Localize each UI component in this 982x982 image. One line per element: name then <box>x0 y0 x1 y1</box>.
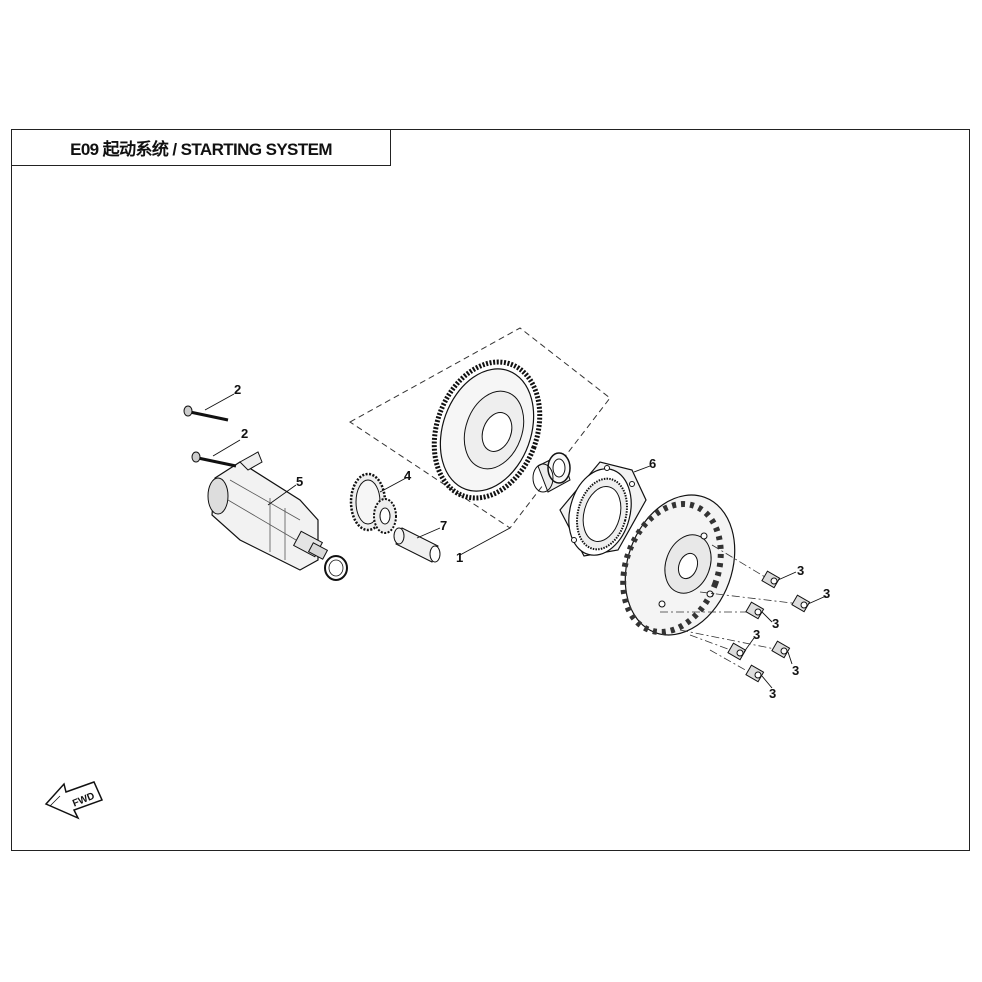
flywheel-rotor[interactable] <box>606 480 753 651</box>
callout-7: 7 <box>440 518 447 533</box>
callout-2-upper: 2 <box>234 382 241 397</box>
callout-1: 1 <box>456 550 463 565</box>
callout-5: 5 <box>296 474 303 489</box>
cap-screw[interactable] <box>727 642 747 661</box>
page-title: E09 起动系统 / STARTING SYSTEM <box>70 140 332 159</box>
title-box: E09 起动系统 / STARTING SYSTEM <box>11 129 391 166</box>
idler-gear[interactable] <box>349 472 397 534</box>
callout-6: 6 <box>649 456 656 471</box>
callout-4: 4 <box>404 468 412 483</box>
idler-shaft[interactable] <box>393 527 441 563</box>
leader-lines <box>204 393 827 689</box>
cap-screw[interactable] <box>771 640 791 659</box>
one-way-clutch[interactable] <box>559 461 647 563</box>
cap-screw[interactable] <box>791 594 811 613</box>
cap-screw[interactable] <box>745 664 765 683</box>
callout-3-d: 3 <box>753 627 760 642</box>
o-ring[interactable] <box>324 555 348 581</box>
callout-3-a: 3 <box>797 563 804 578</box>
callout-3-e: 3 <box>792 663 799 678</box>
starter-driven-gear[interactable] <box>416 347 558 513</box>
needle-bearing[interactable] <box>532 452 571 493</box>
cap-screw[interactable] <box>745 601 765 620</box>
starter-motor[interactable] <box>207 451 329 571</box>
starter-bolt-lower[interactable] <box>191 451 237 468</box>
callout-3-b: 3 <box>823 586 830 601</box>
cap-screw[interactable] <box>761 570 781 589</box>
callout-2-lower: 2 <box>241 426 248 441</box>
callout-3-c: 3 <box>772 616 779 631</box>
starter-bolt-upper[interactable] <box>183 405 229 422</box>
fwd-arrow-icon <box>44 781 104 820</box>
callout-3-f: 3 <box>769 686 776 701</box>
drawing-frame <box>11 129 970 851</box>
